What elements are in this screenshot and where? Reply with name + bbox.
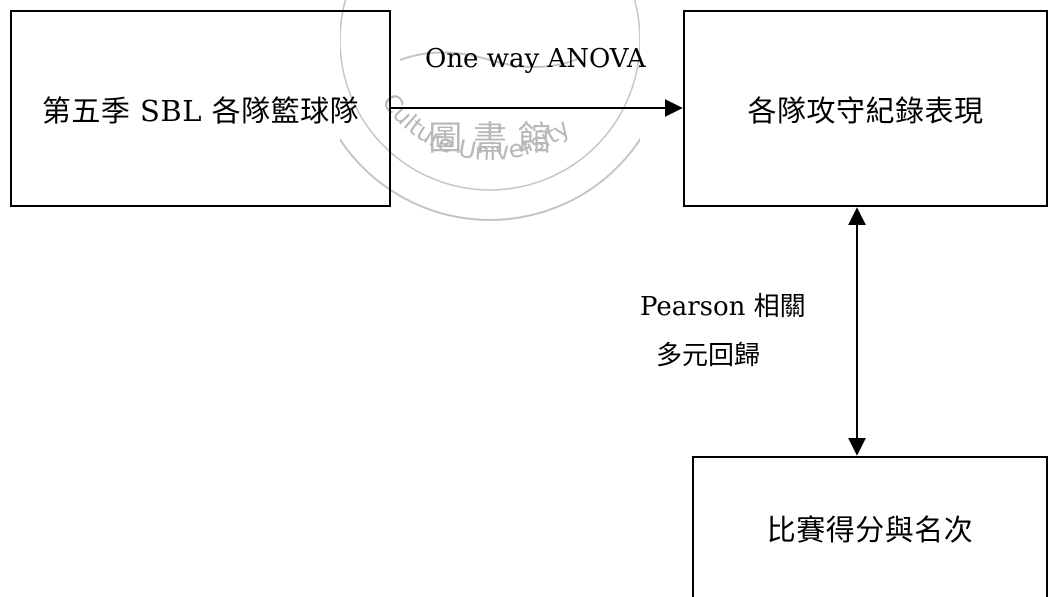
team-records-label: 各隊攻守紀錄表現 [747, 93, 984, 128]
sbl-teams-label: 第五季 SBL 各隊籃球隊 [41, 93, 360, 128]
seal-emblem [399, 51, 581, 68]
game-results-label: 比賽得分與名次 [766, 512, 974, 547]
team-records-box: 各隊攻守紀錄表現 [683, 10, 1048, 207]
seal-library-text: 圖 書 館 [428, 119, 552, 159]
game-results-box: 比賽得分與名次 [692, 456, 1048, 597]
seal-outer-ring [340, 137, 640, 221]
sbl-teams-box: 第五季 SBL 各隊籃球隊 [10, 10, 391, 207]
anova-label: One way ANOVA [425, 44, 646, 74]
regression-label: 多元回歸 [656, 341, 761, 371]
seal-inner-ring [340, 0, 640, 191]
pearson-label: Pearson 相關 [640, 292, 806, 322]
university-seal-watermark: 圖 書 館 Culture University [340, 0, 640, 221]
